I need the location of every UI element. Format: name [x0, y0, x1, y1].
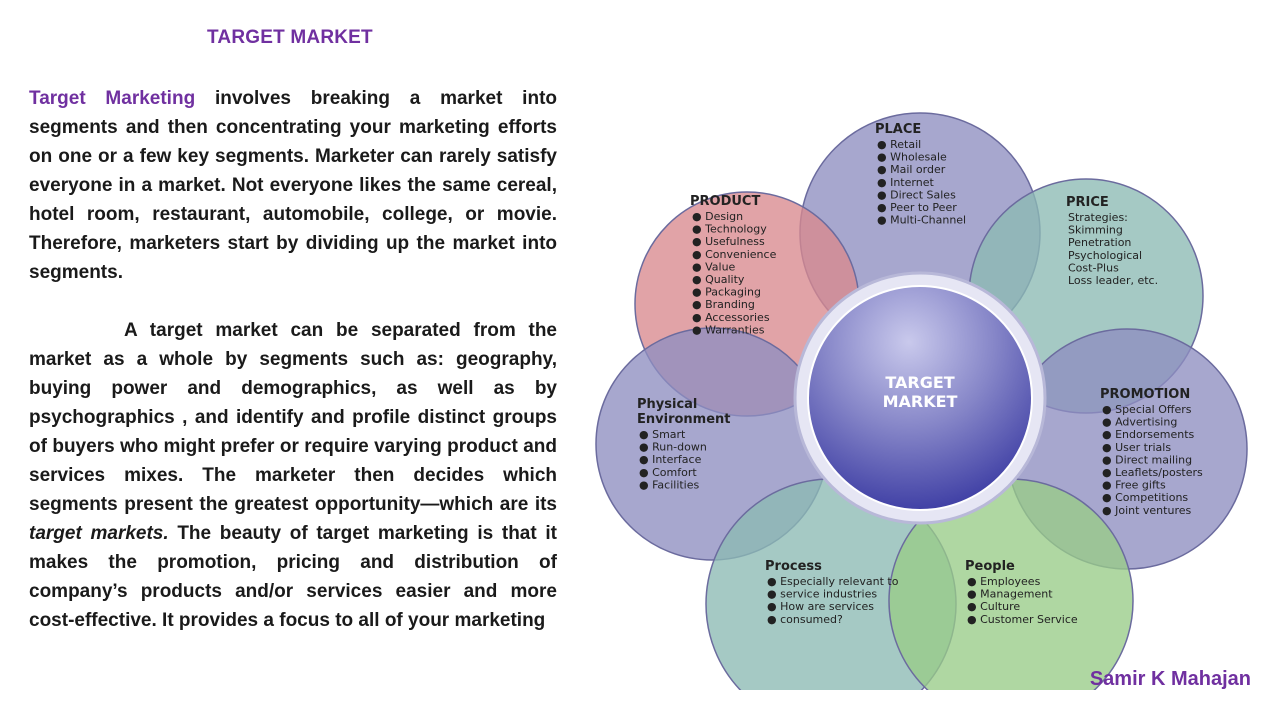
price-item: Loss leader, etc.	[1068, 274, 1158, 287]
promotion-item: ● User trials	[1102, 441, 1171, 454]
marketing-mix-diagram: TARGET MARKET PLACE● Retail● Wholesale● …	[590, 80, 1250, 690]
physical-item: ● Run-down	[639, 441, 707, 454]
promotion-item: ● Competitions	[1102, 491, 1188, 504]
promotion-item: ● Leaflets/posters	[1102, 466, 1203, 479]
petal-label-product: PRODUCT● Design● Technology● Usefulness●…	[690, 194, 777, 336]
center-circle: TARGET MARKET	[793, 271, 1047, 525]
center-label-line1: TARGET	[885, 373, 954, 392]
physical-item: ● Comfort	[639, 466, 697, 479]
process-item: ● How are services	[767, 600, 874, 613]
product-heading: PRODUCT	[690, 194, 760, 209]
physical-item: ● Interface	[639, 453, 702, 466]
place-item: ● Direct Sales	[877, 188, 956, 201]
highlight-term: Target Marketing	[29, 88, 196, 109]
product-item: ● Usefulness	[692, 235, 765, 248]
product-item: ● Technology	[692, 223, 767, 236]
product-item: ● Warranties	[692, 323, 765, 336]
price-item: Psychological	[1068, 249, 1142, 262]
paragraph-intro-text: involves breaking a market into segments…	[29, 88, 557, 283]
body-text: Target Marketing involves breaking a mar…	[29, 84, 557, 635]
promotion-heading: PROMOTION	[1100, 387, 1190, 402]
center-label-line2: MARKET	[883, 392, 958, 411]
price-item: Cost-Plus	[1068, 261, 1119, 274]
petal-label-price: PRICEStrategies:SkimmingPenetrationPsych…	[1066, 195, 1158, 287]
petal-label-promotion: PROMOTION● Special Offers● Advertising● …	[1100, 387, 1203, 517]
place-item: ● Mail order	[877, 163, 946, 176]
marketing-mix-svg: TARGET MARKET PLACE● Retail● Wholesale● …	[595, 112, 1248, 690]
petal-label-place: PLACE● Retail● Wholesale● Mail order● In…	[875, 122, 966, 227]
page-title: TARGET MARKET	[207, 27, 373, 48]
people-item: ● Customer Service	[967, 613, 1078, 626]
promotion-item: ● Special Offers	[1102, 403, 1192, 416]
product-item: ● Branding	[692, 298, 755, 311]
price-item: Penetration	[1068, 236, 1131, 249]
product-item: ● Convenience	[692, 248, 777, 261]
place-item: ● Retail	[877, 138, 921, 151]
promotion-item: ● Free gifts	[1102, 479, 1166, 492]
product-item: ● Accessories	[692, 311, 770, 324]
paragraph-detail-italic: target markets.	[29, 523, 169, 544]
place-item: ● Internet	[877, 176, 934, 189]
price-item: Skimming	[1068, 224, 1123, 237]
petal-label-process: Process● Especially relevant to● service…	[765, 559, 899, 626]
petal-label-people: People● Employees● Management● Culture● …	[965, 559, 1078, 626]
promotion-item: ● Advertising	[1102, 416, 1177, 429]
price-item: Strategies:	[1068, 211, 1128, 224]
paragraph-detail-part2: The beauty of target marketing is that i…	[29, 523, 557, 631]
process-item: ● Especially relevant to	[767, 575, 899, 588]
place-item: ● Peer to Peer	[877, 201, 957, 214]
people-item: ● Employees	[967, 575, 1041, 588]
people-item: ● Management	[967, 588, 1053, 601]
price-heading: PRICE	[1066, 195, 1109, 210]
physical-heading: Environment	[637, 412, 731, 427]
product-item: ● Value	[692, 260, 736, 273]
promotion-item: ● Joint ventures	[1102, 504, 1191, 517]
physical-item: ● Smart	[639, 428, 686, 441]
process-item: ● service industries	[767, 588, 877, 601]
author-credit: Samir K Mahajan	[1089, 668, 1251, 690]
place-item: ● Multi-Channel	[877, 214, 966, 227]
process-item: ● consumed?	[767, 613, 843, 626]
promotion-item: ● Direct mailing	[1102, 453, 1192, 466]
paragraph-intro: Target Marketing involves breaking a mar…	[29, 84, 557, 287]
people-item: ● Culture	[967, 600, 1020, 613]
paragraph-detail: A target market can be separated from th…	[29, 316, 557, 635]
product-item: ● Packaging	[692, 286, 761, 299]
physical-heading: Physical	[637, 397, 697, 412]
paragraph-detail-part1: A target market can be separated from th…	[29, 320, 557, 515]
physical-item: ● Facilities	[639, 478, 700, 491]
place-heading: PLACE	[875, 122, 921, 137]
product-item: ● Quality	[692, 273, 745, 286]
product-item: ● Design	[692, 210, 743, 223]
people-heading: People	[965, 559, 1015, 574]
place-item: ● Wholesale	[877, 151, 947, 164]
promotion-item: ● Endorsements	[1102, 428, 1195, 441]
process-heading: Process	[765, 559, 822, 574]
